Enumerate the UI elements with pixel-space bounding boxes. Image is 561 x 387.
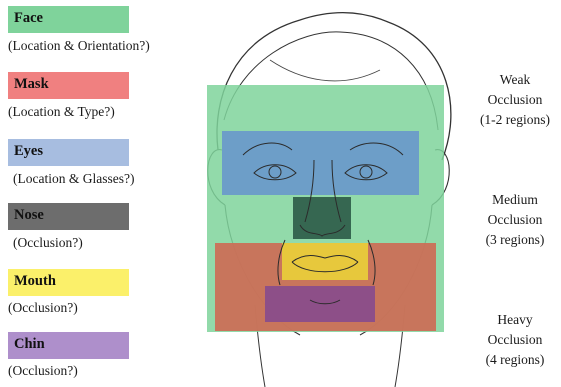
left-nasolabial: [277, 239, 286, 286]
nose-region: [293, 197, 351, 239]
hair-line: [223, 31, 439, 131]
right-eye: [344, 164, 388, 181]
left-brow: [242, 142, 293, 156]
medium-line-1: Medium: [492, 192, 538, 207]
medium-line-3: (3 regions): [485, 232, 545, 247]
chin-question: (Occlusion?): [8, 363, 78, 378]
face-question: (Location & Orientation?): [8, 38, 150, 53]
nose-bridge-left: [304, 159, 315, 223]
chin-region: [265, 286, 375, 322]
chin-swatch: Chin: [8, 332, 129, 359]
weak-line-2: Occlusion: [487, 92, 543, 107]
mask-swatch: Mask: [8, 72, 129, 99]
left-eye: [253, 164, 297, 181]
head-outline: [216, 12, 452, 161]
heavy-line-3: (4 regions): [485, 352, 545, 367]
heavy-line-1: Heavy: [497, 312, 533, 327]
right-pupil: [359, 165, 373, 179]
occlusion-level-medium: Medium Occlusion (3 regions): [466, 190, 561, 250]
lower-lip: [291, 261, 359, 273]
nose-swatch: Nose: [8, 203, 129, 230]
right-brow: [349, 142, 404, 156]
weak-line-3: (1-2 regions): [479, 112, 551, 127]
occlusion-level-weak: Weak Occlusion (1-2 regions): [466, 70, 561, 130]
facial-features: [242, 142, 404, 305]
chin-line: [309, 299, 341, 305]
right-nasolabial: [367, 239, 376, 286]
mouth-swatch: Mouth: [8, 269, 129, 296]
mask-label: Mask: [14, 76, 49, 92]
eyes-swatch: Eyes: [8, 139, 129, 166]
weak-line-1: Weak: [499, 72, 531, 87]
eyes-question: (Location & Glasses?): [13, 171, 135, 186]
mouth-label: Mouth: [14, 273, 56, 289]
nose-question: (Occlusion?): [13, 235, 83, 250]
mask-question: (Location & Type?): [8, 104, 115, 119]
face-label: Face: [14, 10, 43, 26]
hair-strand: [269, 59, 381, 82]
mouth-question: (Occlusion?): [8, 300, 78, 315]
medium-line-2: Occlusion: [487, 212, 543, 227]
nose-bridge-right: [331, 159, 342, 223]
face-swatch: Face: [8, 6, 129, 33]
nose-label: Nose: [14, 207, 44, 223]
heavy-line-2: Occlusion: [487, 332, 543, 347]
upper-lip: [291, 255, 359, 263]
eyes-region: [222, 131, 419, 195]
occlusion-level-heavy: Heavy Occlusion (4 regions): [466, 310, 561, 370]
mouth-region: [282, 243, 368, 280]
chin-label: Chin: [14, 336, 45, 352]
eyes-label: Eyes: [14, 143, 43, 159]
nostrils: [299, 224, 346, 237]
left-pupil: [268, 165, 282, 179]
